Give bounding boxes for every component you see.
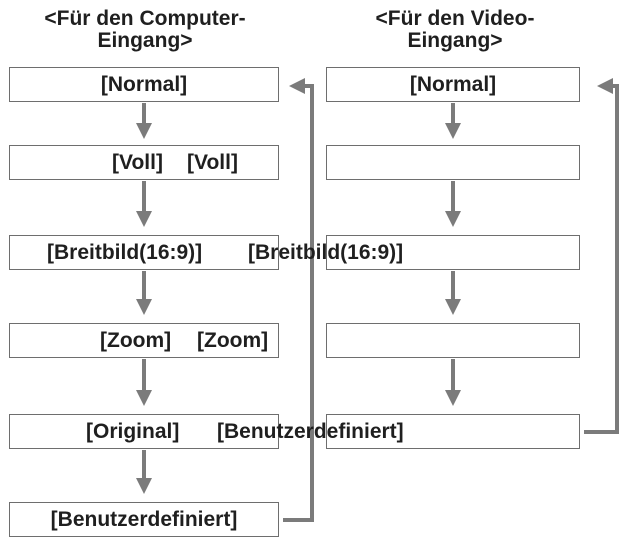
- left-box-original: [9, 414, 279, 449]
- right-label-benutzerdefiniert: [Benutzerdefiniert]: [217, 420, 404, 443]
- heading-computer-input-line2: Eingang>: [97, 29, 193, 52]
- right-label-zoom: [Zoom]: [197, 329, 269, 352]
- left-label-normal: [Normal]: [100, 73, 188, 96]
- right-label-normal: [Normal]: [409, 73, 497, 96]
- left-box-benutzerdefiniert: [9, 502, 279, 537]
- heading-computer-input-line1: <Für den Computer-: [44, 7, 246, 30]
- left-box-zoom: [9, 323, 279, 358]
- right-box-benutzerdefiniert: [326, 414, 580, 449]
- right-box-breitbild: [326, 235, 580, 270]
- left-label-original: [Original]: [86, 420, 180, 443]
- heading-computer-input: <Für den Computer- Eingang>: [0, 8, 290, 52]
- right-box-zoom: [326, 323, 580, 358]
- left-box-breitbild: [9, 235, 279, 270]
- right-box-normal: [326, 67, 580, 102]
- left-label-benutzerdefiniert: [Benutzerdefiniert]: [50, 508, 238, 531]
- left-label-voll: [Voll]: [112, 151, 163, 174]
- right-label-breitbild: [Breitbild(16:9)]: [248, 241, 404, 264]
- left-label-zoom: [Zoom]: [100, 329, 172, 352]
- right-label-voll: [Voll]: [187, 151, 238, 174]
- heading-video-input-line1: <Für den Video-: [375, 7, 535, 30]
- left-box-normal: [9, 67, 279, 102]
- heading-video-input-line2: Eingang>: [407, 29, 503, 52]
- right-loop-back-arrow: [584, 78, 619, 434]
- right-box-voll: [326, 145, 580, 180]
- left-box-voll: [9, 145, 279, 180]
- heading-video-input: <Für den Video- Eingang>: [320, 8, 590, 52]
- left-loop-back-arrow: [283, 78, 314, 522]
- left-label-breitbild: [Breitbild(16:9)]: [47, 241, 203, 264]
